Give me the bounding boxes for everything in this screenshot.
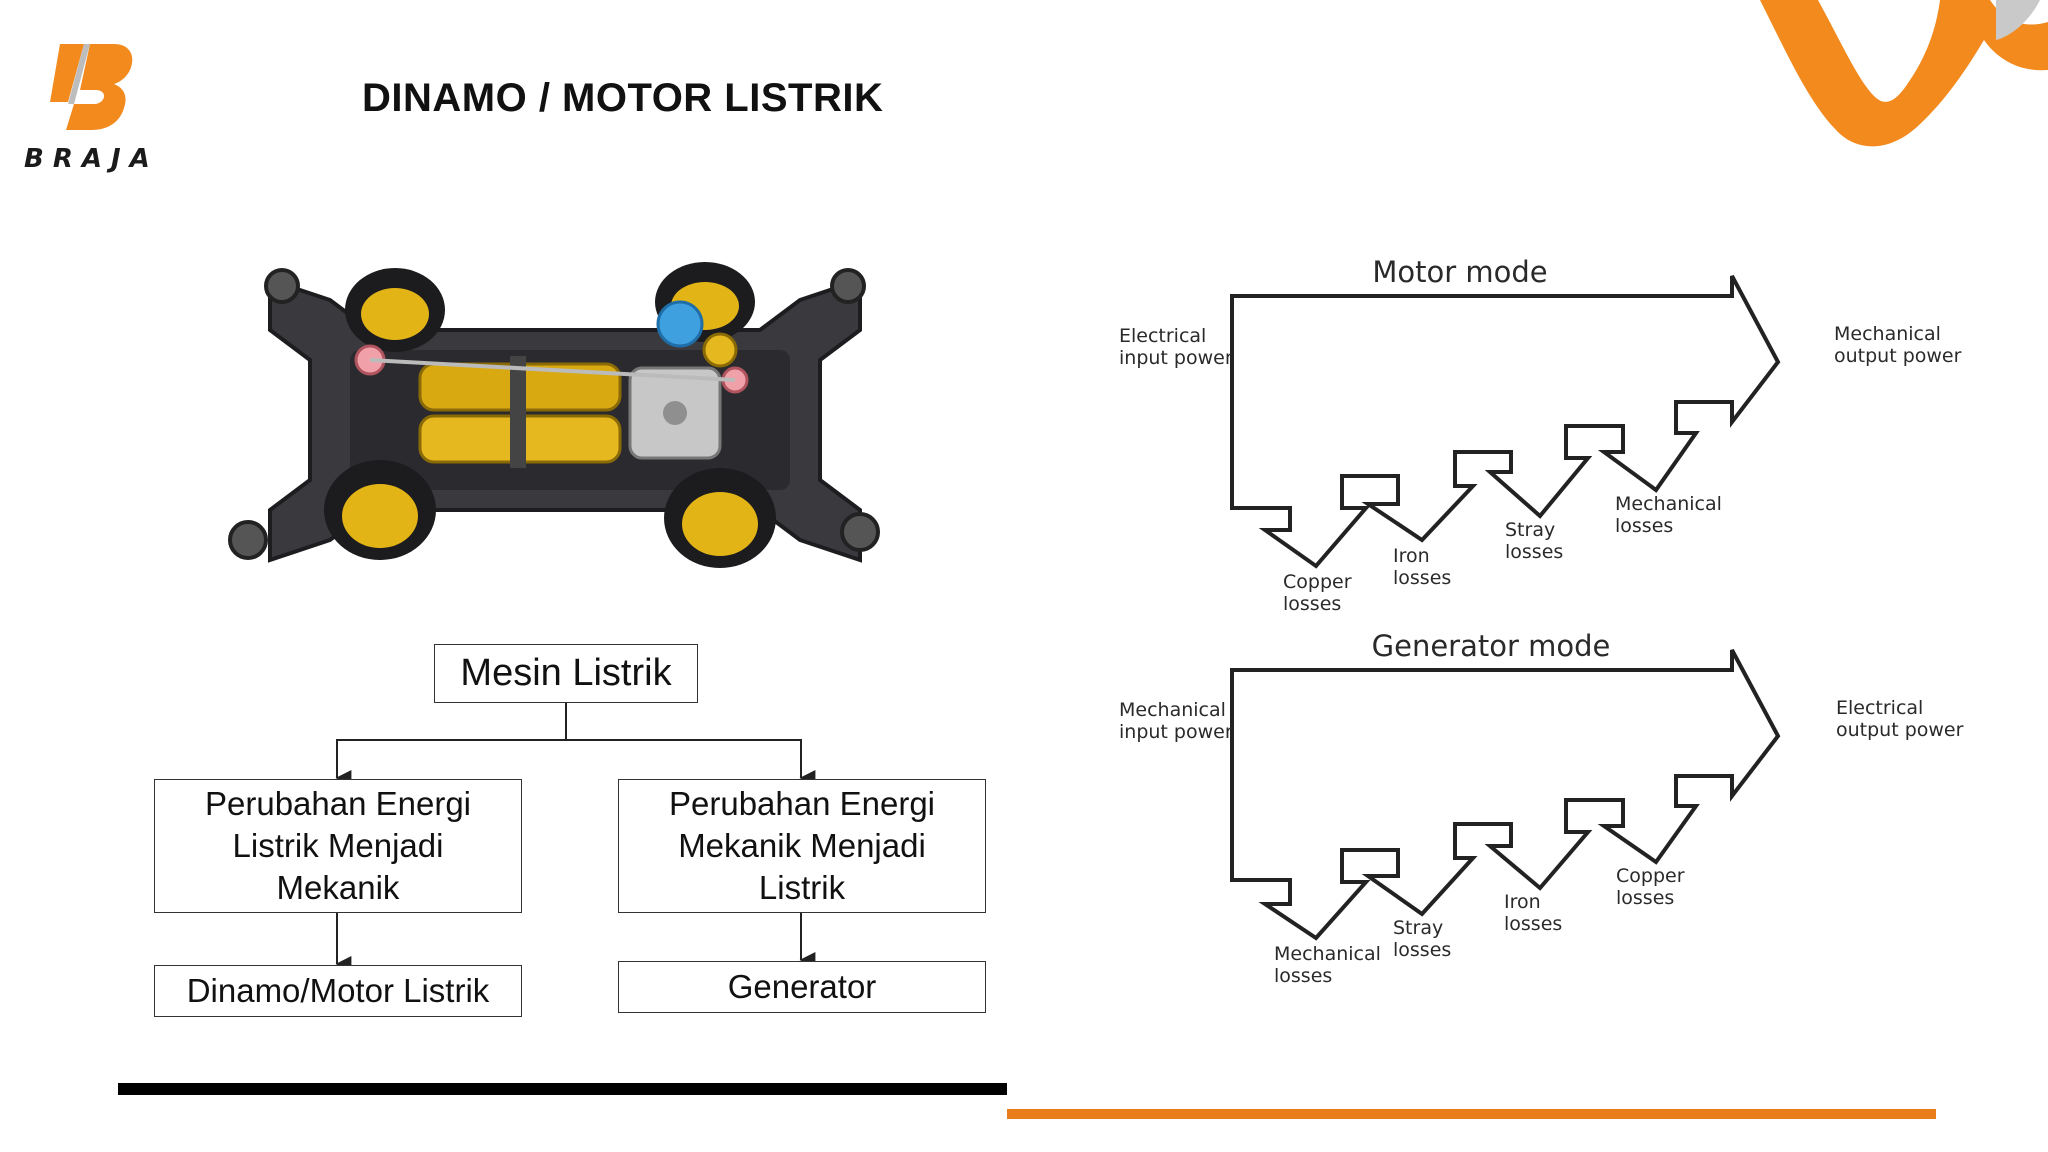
- footer-orange-bar: [1007, 1109, 1936, 1119]
- motor-loss-4-line2: losses: [1615, 515, 1673, 537]
- motor-loss-4-line1: Mechanical: [1615, 493, 1722, 515]
- footer-black-bar: [118, 1083, 1007, 1095]
- generator-loss-2-line1: Stray: [1393, 917, 1443, 939]
- motor-output-line2: output power: [1834, 345, 1962, 367]
- generator-loss-3-line2: losses: [1504, 913, 1562, 935]
- brand-name: BRAJA: [24, 144, 159, 174]
- generator-output-line2: output power: [1836, 719, 1964, 741]
- generator-mode-flow-arrow: [1230, 649, 1781, 941]
- generator-loss-3-line1: Iron: [1504, 891, 1541, 913]
- motor-loss-2-line1: Iron: [1393, 545, 1430, 567]
- generator-output-line1: Electrical: [1836, 697, 1923, 719]
- motor-mode-title: Motor mode: [1372, 255, 1547, 289]
- left-energy-label: Perubahan Energi Listrik Menjadi Mekanik: [204, 784, 472, 907]
- root-box-mesin-listrik: Mesin Listrik: [434, 644, 698, 703]
- motor-loss-3-line1: Stray: [1505, 519, 1555, 541]
- generator-input-line2: input power: [1119, 721, 1233, 743]
- braja-logo-icon: [50, 44, 133, 130]
- generator-mode-title: Generator mode: [1372, 629, 1611, 663]
- root-label: Mesin Listrik: [460, 652, 672, 695]
- right-energy-box: Perubahan Energi Mekanik Menjadi Listrik: [618, 779, 986, 913]
- generator-loss-1-line2: losses: [1274, 965, 1332, 987]
- corner-swoosh-decoration: [1760, 0, 2048, 147]
- dinamo-motor-box: Dinamo/Motor Listrik: [154, 965, 522, 1017]
- generator-label: Generator: [727, 967, 877, 1005]
- dinamo-motor-label: Dinamo/Motor Listrik: [186, 971, 490, 1009]
- motor-mode-flow-arrow: [1230, 275, 1781, 569]
- slide-title: DINAMO / MOTOR LISTRIK: [362, 76, 884, 120]
- right-energy-label: Perubahan Energi Mekanik Menjadi Listrik: [668, 784, 936, 907]
- motor-input-line2: input power: [1119, 347, 1233, 369]
- generator-loss-4-line2: losses: [1616, 887, 1674, 909]
- motor-loss-3-line2: losses: [1505, 541, 1563, 563]
- generator-input-line1: Mechanical: [1119, 699, 1226, 721]
- motor-loss-1-line2: losses: [1283, 593, 1341, 615]
- motor-loss-2-line2: losses: [1393, 567, 1451, 589]
- motor-output-line1: Mechanical: [1834, 323, 1941, 345]
- generator-loss-2-line2: losses: [1393, 939, 1451, 961]
- left-energy-box: Perubahan Energi Listrik Menjadi Mekanik: [154, 779, 522, 913]
- generator-loss-4-line1: Copper: [1616, 865, 1685, 887]
- mini-4wd-chassis-with-motor-icon: [228, 262, 880, 568]
- motor-loss-1-line1: Copper: [1283, 571, 1352, 593]
- generator-loss-1-line1: Mechanical: [1274, 943, 1381, 965]
- motor-input-line1: Electrical: [1119, 325, 1206, 347]
- hierarchy-connectors: [335, 703, 816, 972]
- generator-box: Generator: [618, 961, 986, 1013]
